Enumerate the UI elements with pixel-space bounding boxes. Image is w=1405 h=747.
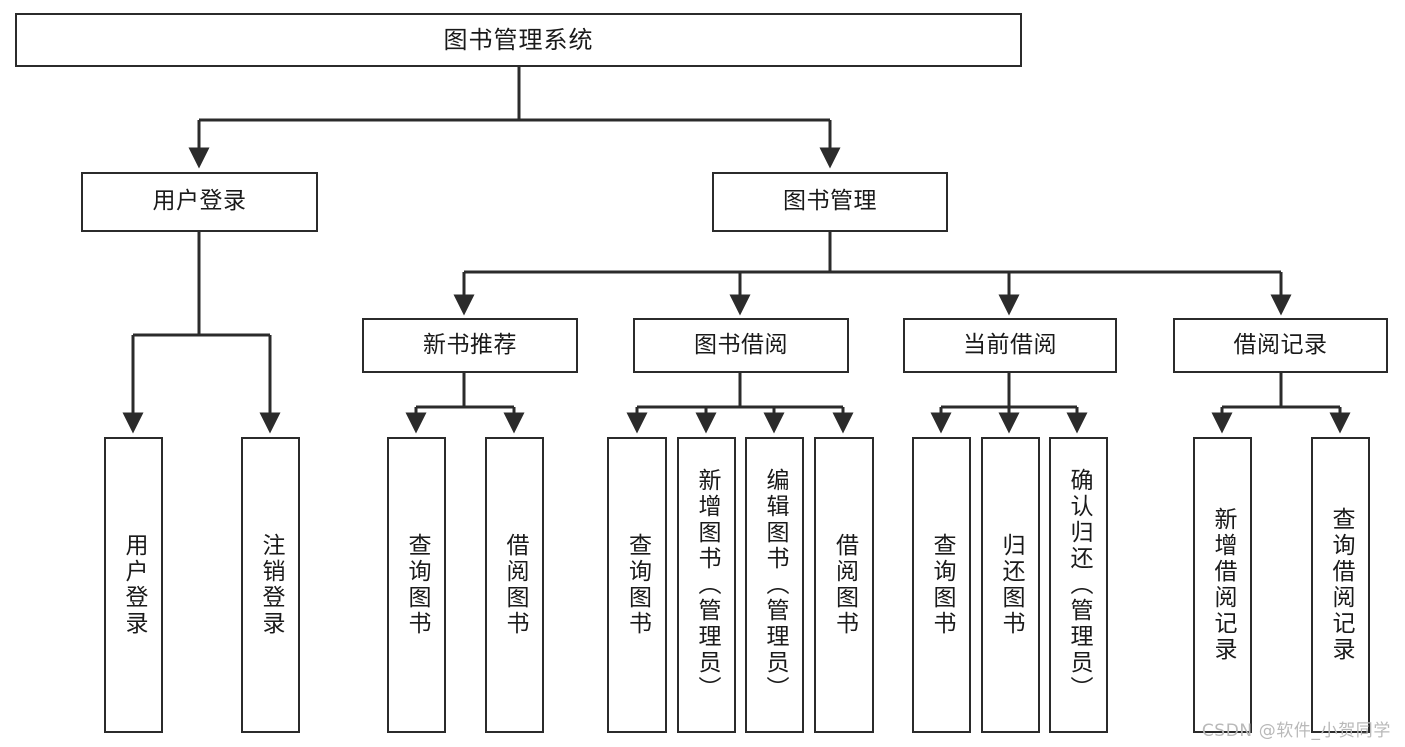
node-leaf-query-book-recommend[interactable]: 查询图书	[387, 437, 446, 733]
node-leaf-borrow-book-label: 借阅图书	[831, 533, 858, 637]
node-book-management-label: 图书管理	[783, 188, 877, 215]
node-new-book-recommend-label: 新书推荐	[423, 331, 517, 358]
node-leaf-add-book[interactable]: 新增图书（管理员）	[677, 437, 736, 733]
node-leaf-user-login-label: 用户登录	[121, 533, 147, 637]
node-user-login-label: 用户登录	[152, 188, 247, 215]
node-leaf-query-borrow-record[interactable]: 查询借阅记录	[1311, 437, 1370, 733]
node-leaf-user-login[interactable]: 用户登录	[104, 437, 163, 733]
node-borrow-record[interactable]: 借阅记录	[1173, 318, 1388, 373]
node-leaf-borrow-book-recommend[interactable]: 借阅图书	[485, 437, 544, 733]
node-leaf-query-book-recommend-label: 查询图书	[404, 533, 430, 637]
node-leaf-return-book-label: 归还图书	[998, 533, 1024, 637]
node-root-system-label: 图书管理系统	[443, 25, 594, 54]
node-leaf-edit-book[interactable]: 编辑图书（管理员）	[745, 437, 804, 733]
node-leaf-add-borrow-record-label: 新增借阅记录	[1210, 507, 1236, 663]
node-leaf-query-book-current[interactable]: 查询图书	[912, 437, 971, 733]
node-leaf-query-book-borrow-label: 查询图书	[624, 533, 651, 637]
node-user-login[interactable]: 用户登录	[81, 172, 318, 232]
node-leaf-query-book-borrow[interactable]: 查询图书	[607, 437, 667, 733]
node-current-borrow-label: 当前借阅	[963, 331, 1057, 358]
node-leaf-add-book-label: 新增图书（管理员）	[694, 468, 720, 702]
node-leaf-logout[interactable]: 注销登录	[241, 437, 300, 733]
node-book-borrow-label: 图书借阅	[694, 331, 788, 358]
node-leaf-borrow-book-recommend-label: 借阅图书	[502, 533, 528, 637]
node-book-borrow[interactable]: 图书借阅	[633, 318, 849, 373]
node-borrow-record-label: 借阅记录	[1233, 331, 1328, 358]
node-book-management[interactable]: 图书管理	[712, 172, 948, 232]
node-new-book-recommend[interactable]: 新书推荐	[362, 318, 578, 373]
node-leaf-query-borrow-record-label: 查询借阅记录	[1328, 507, 1354, 663]
node-leaf-add-borrow-record[interactable]: 新增借阅记录	[1193, 437, 1252, 733]
node-leaf-borrow-book[interactable]: 借阅图书	[814, 437, 874, 733]
node-leaf-return-book[interactable]: 归还图书	[981, 437, 1040, 733]
node-root-system[interactable]: 图书管理系统	[15, 13, 1022, 67]
node-leaf-confirm-return-label: 确认归还（管理员）	[1066, 468, 1092, 702]
node-leaf-edit-book-label: 编辑图书（管理员）	[762, 468, 788, 702]
node-leaf-logout-label: 注销登录	[258, 533, 284, 637]
node-leaf-confirm-return[interactable]: 确认归还（管理员）	[1049, 437, 1108, 733]
node-leaf-query-book-current-label: 查询图书	[929, 533, 955, 637]
node-current-borrow[interactable]: 当前借阅	[903, 318, 1117, 373]
